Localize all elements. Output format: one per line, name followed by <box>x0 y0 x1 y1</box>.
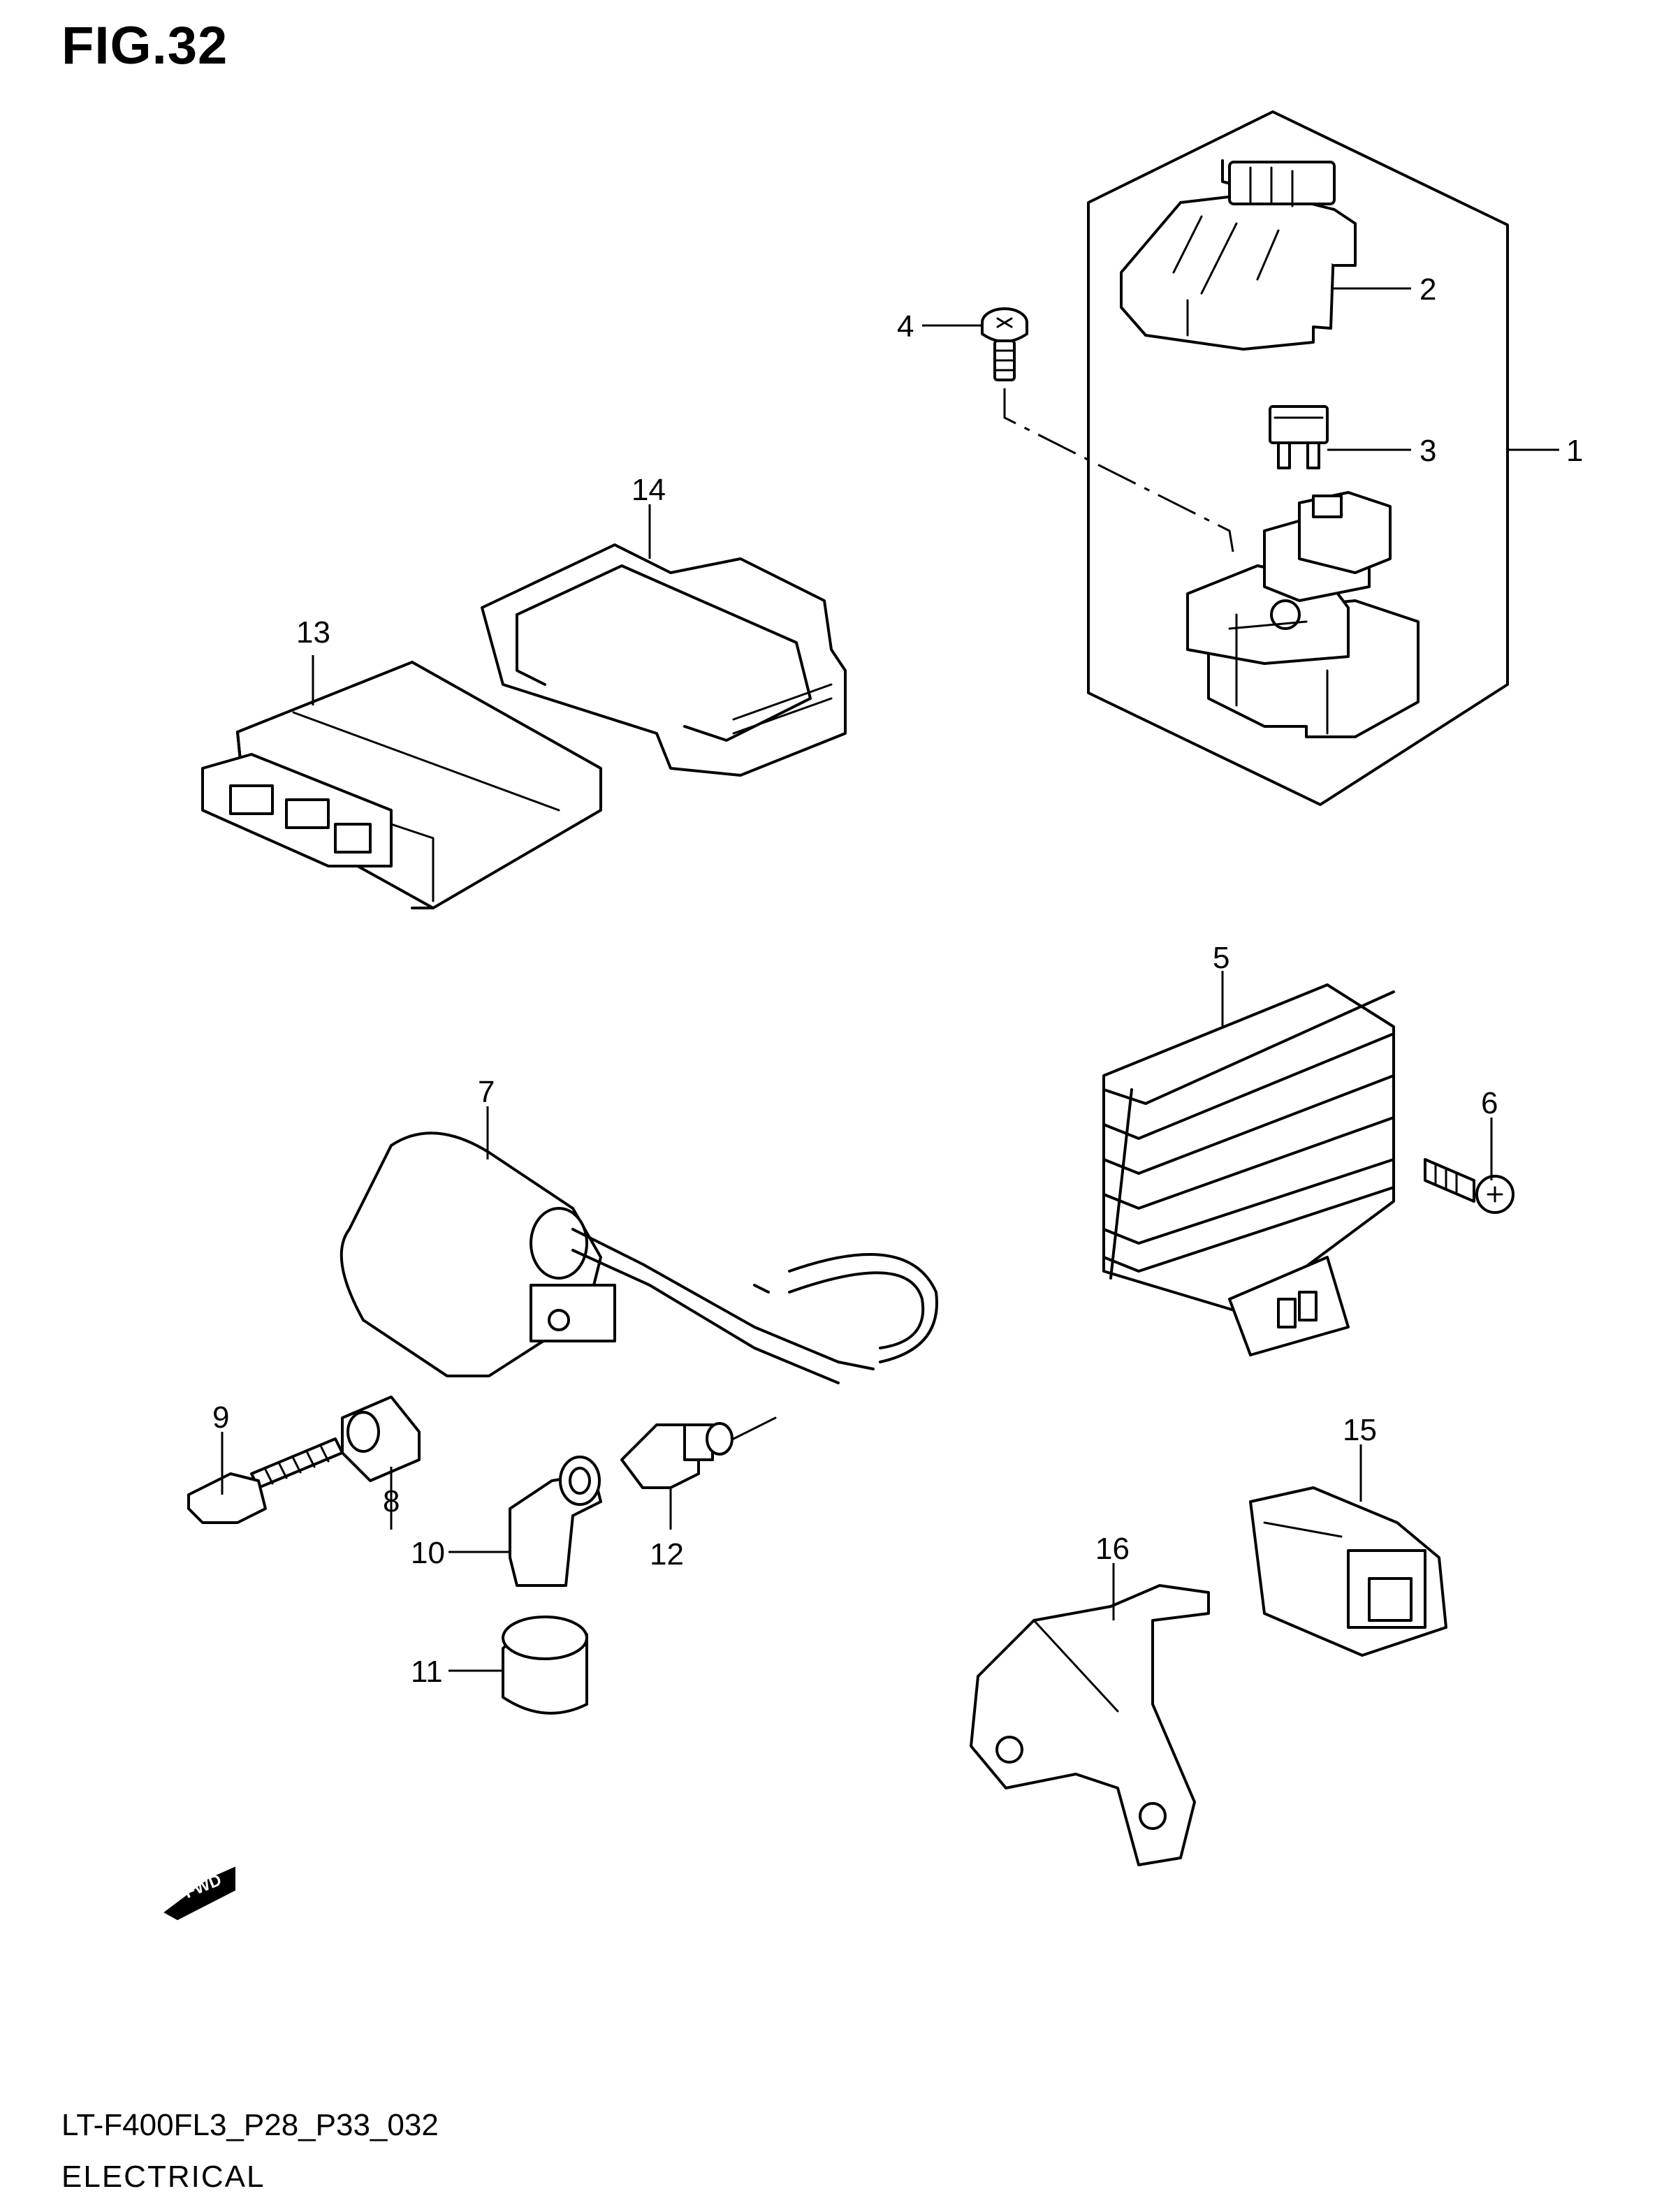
spark-plug-cap[interactable] <box>509 1456 602 1587</box>
spacer[interactable] <box>341 1396 421 1482</box>
callout-11: 11 <box>411 1655 443 1689</box>
callout-14: 14 <box>632 473 666 507</box>
ignition-coil[interactable] <box>340 1131 938 1384</box>
callout-1: 1 <box>1566 434 1583 468</box>
bolt-6[interactable] <box>1424 1158 1515 1214</box>
screw-alignment-line <box>1003 388 1234 552</box>
callout-13: 13 <box>296 615 330 650</box>
figure-name: ELECTRICAL <box>61 2160 265 2194</box>
fuse[interactable] <box>1269 405 1329 469</box>
callout-7: 7 <box>478 1075 495 1109</box>
callout-10: 10 <box>411 1536 445 1570</box>
starter-relay[interactable] <box>1186 491 1419 738</box>
callout-6: 6 <box>1481 1086 1498 1120</box>
regulator-rectifier[interactable] <box>1102 983 1395 1356</box>
callout-16: 16 <box>1095 1532 1130 1566</box>
ecm-cover[interactable] <box>481 543 847 777</box>
callout-2: 2 <box>1419 272 1436 307</box>
bracket[interactable] <box>970 1584 1210 1866</box>
bolt-9[interactable] <box>187 1437 344 1524</box>
callout-3: 3 <box>1419 434 1436 468</box>
starter-relay-assembly[interactable] <box>981 110 1509 806</box>
callout-8: 8 <box>383 1484 400 1518</box>
assembly-frame <box>1087 110 1509 806</box>
cap-seal[interactable] <box>502 1616 588 1715</box>
callout-5: 5 <box>1213 941 1229 975</box>
callout-12: 12 <box>650 1537 684 1572</box>
coupler[interactable] <box>1249 1486 1447 1657</box>
figure-code: LT-F400FL3_P28_P33_032 <box>61 2108 439 2142</box>
callout-9: 9 <box>212 1400 229 1435</box>
wire-terminal[interactable] <box>620 1416 777 1489</box>
figure-title: FIG.32 <box>61 16 228 75</box>
screw[interactable] <box>981 307 1028 381</box>
ecm-unit[interactable] <box>201 661 602 909</box>
callout-4: 4 <box>897 309 914 344</box>
relay-cover[interactable] <box>1120 159 1357 351</box>
callout-15: 15 <box>1343 1413 1377 1447</box>
forward-arrow-icon: FWD <box>163 1866 235 1921</box>
